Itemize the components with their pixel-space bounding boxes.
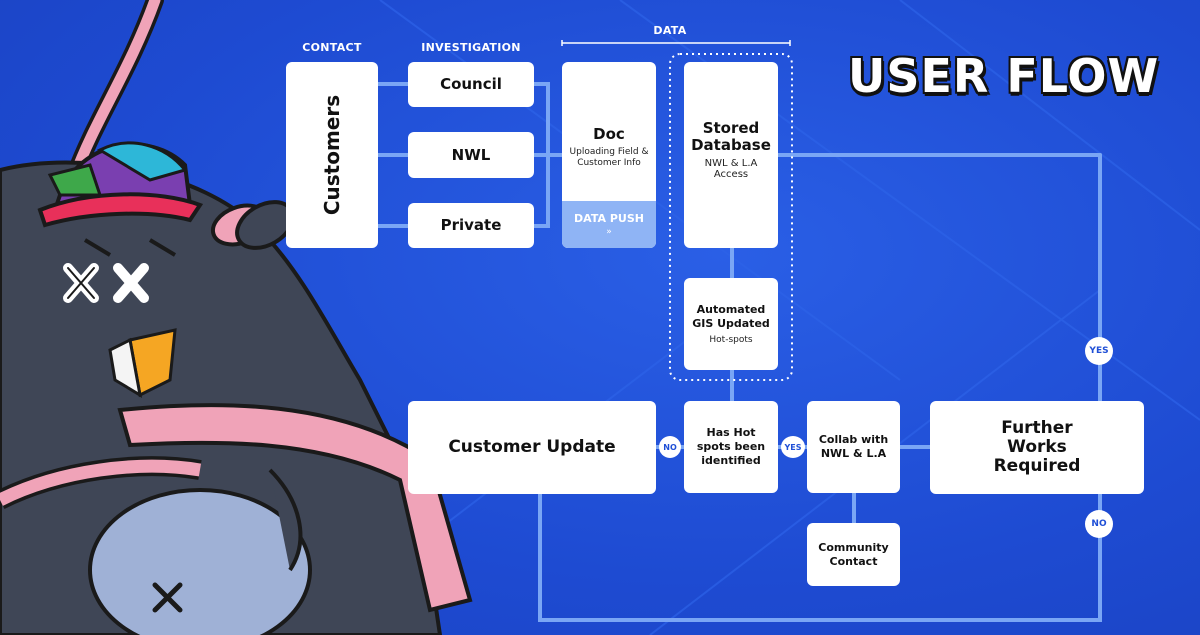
data-push-label: DATA PUSH <box>574 212 644 225</box>
node-further-works: Further Works Required <box>930 401 1144 494</box>
node-nwl: NWL <box>408 132 534 178</box>
node-customers-label: Customers <box>320 94 345 216</box>
rat-mascot-illustration <box>0 0 473 635</box>
header-investigation: INVESTIGATION <box>421 41 521 54</box>
double-chevron-icon: » <box>606 227 612 237</box>
header-data: DATA <box>653 24 687 37</box>
node-community-contact: Community Contact <box>807 523 900 586</box>
node-customers: Customers <box>286 62 378 248</box>
node-doc-title: Doc <box>593 125 625 143</box>
badge-yes-right: YES <box>1085 337 1113 365</box>
node-gis: Automated GIS Updated Hot-spots <box>684 278 778 370</box>
header-contact: CONTACT <box>302 41 362 54</box>
node-doc-sub: Uploading Field & Customer Info <box>569 147 649 168</box>
node-private: Private <box>408 203 534 248</box>
connector-lines <box>376 82 1102 622</box>
page-title: USER FLOW <box>848 49 1160 103</box>
badge-no-left: NO <box>659 436 681 458</box>
node-council: Council <box>408 62 534 107</box>
node-gis-sub: Hot-spots <box>709 334 753 345</box>
node-gis-title: Automated GIS Updated <box>692 302 770 330</box>
badge-yes-mid: YES <box>781 436 805 458</box>
data-group-outline <box>669 53 793 381</box>
node-hotspots-identified: Has Hot spots been identified <box>684 401 778 493</box>
node-stored-database-sub: NWL & L.A Access <box>704 158 758 180</box>
node-doc: Doc Uploading Field & Customer Info DATA… <box>562 62 656 248</box>
data-push-band: DATA PUSH » <box>562 201 656 248</box>
node-stored-database: Stored Database NWL & L.A Access <box>684 62 778 248</box>
data-header-bracket <box>561 40 791 46</box>
node-stored-database-title: Stored Database <box>691 119 771 154</box>
node-collab: Collab with NWL & L.A <box>807 401 900 493</box>
badge-no-right: NO <box>1085 510 1113 538</box>
node-customer-update: Customer Update <box>408 401 656 494</box>
